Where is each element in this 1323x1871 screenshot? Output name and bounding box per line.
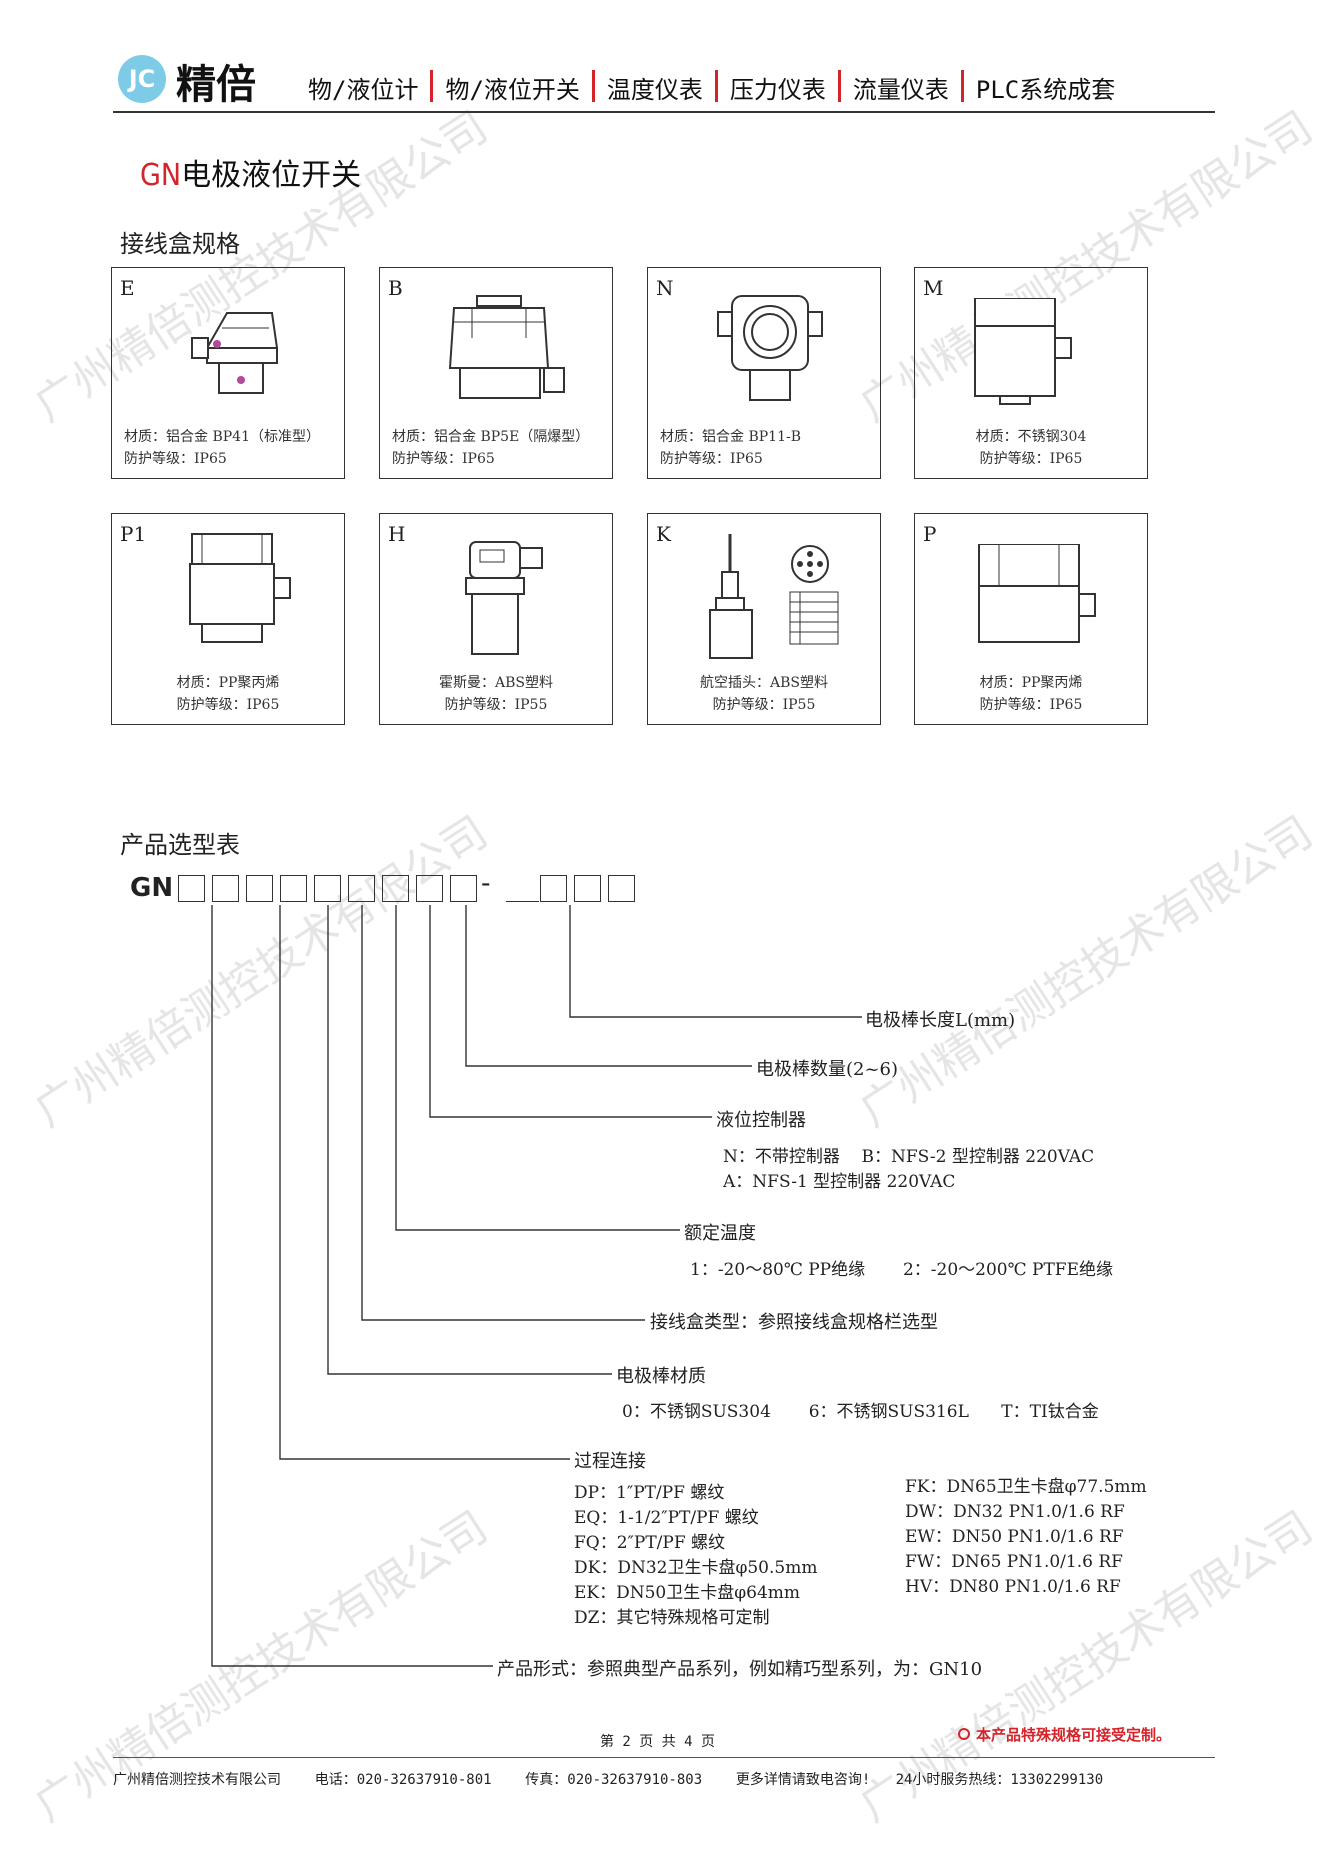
page-title: GN电极液位开关 — [140, 158, 362, 193]
temperature-options: 1：-20～80℃ PP绝缘 2：-20～200℃ PTFE绝缘 — [690, 1260, 1113, 1280]
nav-separator — [591, 70, 595, 102]
junction-h-icon — [465, 541, 543, 655]
model-slot — [280, 875, 307, 902]
box-material: 材质：PP聚丙烯 — [176, 675, 280, 691]
nav-separator — [714, 70, 718, 102]
box-protection: 防护等级：IP55 — [712, 697, 816, 713]
field-controller: 液位控制器 — [716, 1110, 806, 1131]
junction-box-m: M 材质：不锈钢304 防护等级：IP65 — [914, 267, 1148, 479]
junction-box-n: N 材质：铝合金 BP11-B 防护等级：IP65 — [647, 267, 881, 479]
nav-item[interactable]: PLC系统成套 — [975, 76, 1116, 104]
model-slot — [178, 875, 205, 902]
model-slot — [540, 875, 567, 902]
logo-icon: JC — [118, 55, 166, 103]
nav-item[interactable]: 温度仪表 — [606, 76, 703, 104]
model-slot — [608, 875, 635, 902]
circle-icon — [958, 1728, 970, 1740]
box-material: 材质：不锈钢304 — [975, 429, 1087, 445]
model-prefix: GN — [130, 873, 174, 903]
rod-material-options: 0：不锈钢SUS304 6：不锈钢SUS316L T：TI钛合金 — [622, 1402, 1099, 1422]
field-count: 电极棒数量(2~6) — [756, 1059, 899, 1080]
box-material: 材质：铝合金 BP5E（隔爆型） — [392, 429, 590, 445]
process-options-left: DP：1″PT/PF 螺纹 EQ：1-1/2″PT/PF 螺纹 FQ：2″PT/… — [574, 1483, 818, 1628]
selection-section-title: 产品选型表 — [120, 831, 240, 859]
box-material: 材质：铝合金 BP41（标准型） — [124, 429, 320, 445]
box-protection: 防护等级：IP65 — [979, 451, 1083, 467]
controller-option: N：不带控制器 B：NFS-2 型控制器 220VAC — [723, 1147, 1095, 1167]
junction-n-icon — [717, 295, 823, 401]
field-length: 电极棒长度L(mm) — [865, 1010, 1016, 1031]
junction-box-b: B 材质：铝合金 BP5E（隔爆型） 防护等级：IP65 — [379, 267, 613, 479]
nav-separator — [960, 70, 964, 102]
model-slot — [348, 875, 375, 902]
model-slot — [212, 875, 239, 902]
junction-p1-icon — [189, 533, 291, 643]
field-rod-material: 电极棒材质 — [616, 1366, 706, 1387]
box-material: 霍斯曼：ABS塑料 — [439, 675, 553, 691]
box-protection: 防护等级：IP65 — [392, 451, 495, 467]
model-slot — [574, 875, 601, 902]
model-slot — [506, 875, 539, 902]
nav-item[interactable]: 流量仪表 — [852, 76, 949, 104]
junction-box-p: P 材质：PP聚丙烯 防护等级：IP65 — [914, 513, 1148, 725]
nav-separator — [837, 70, 841, 102]
junction-section-title: 接线盒规格 — [120, 230, 240, 258]
box-protection: 防护等级：IP65 — [660, 451, 763, 467]
junction-e-icon — [191, 312, 279, 394]
controller-option: A：NFS-1 型控制器 220VAC — [723, 1172, 956, 1192]
junction-p-icon — [978, 544, 1096, 643]
field-product-form: 产品形式：参照典型产品系列，例如精巧型系列，为：GN10 — [497, 1659, 983, 1680]
page-number: 第 2 页 共 4 页 — [600, 1734, 716, 1750]
junction-box-h: H 霍斯曼：ABS塑料 防护等级：IP55 — [379, 513, 613, 725]
field-temperature: 额定温度 — [684, 1223, 756, 1244]
process-options-right: FK：DN65卫生卡盘φ77.5mm DW：DN32 PN1.0/1.6 RF … — [905, 1477, 1147, 1597]
custom-note: 本产品特殊规格可接受定制。 — [958, 1724, 1171, 1745]
box-protection: 防护等级：IP65 — [176, 697, 280, 713]
model-slot — [416, 875, 443, 902]
junction-m-icon — [974, 298, 1072, 405]
nav-item[interactable]: 物/液位计 — [308, 76, 419, 104]
model-slot — [246, 875, 273, 902]
junction-k-icon — [709, 534, 839, 659]
junction-box-p1: P1 材质：PP聚丙烯 防护等级：IP65 — [111, 513, 345, 725]
field-junction: 接线盒类型：参照接线盒规格栏选型 — [650, 1312, 938, 1333]
brand-name: 精倍 — [176, 62, 256, 108]
footer-divider — [113, 1757, 1215, 1758]
model-slot — [314, 875, 341, 902]
box-protection: 防护等级：IP65 — [979, 697, 1083, 713]
box-protection: 防护等级：IP65 — [124, 451, 227, 467]
nav-item[interactable]: 压力仪表 — [729, 76, 826, 104]
nav-item[interactable]: 物/液位开关 — [445, 76, 580, 104]
header-divider — [113, 111, 1215, 113]
box-material: 材质：铝合金 BP11-B — [660, 429, 801, 445]
box-material: 航空插头：ABS塑料 — [700, 675, 828, 691]
nav-separator — [430, 70, 434, 102]
junction-box-e: E 材质：铝合金 BP41（标准型） 防护等级：IP65 — [111, 267, 345, 479]
box-material: 材质：PP聚丙烯 — [979, 675, 1083, 691]
footer-contact: 广州精倍测控技术有限公司 电话：020-32637910-801 传真：020-… — [113, 1772, 1104, 1788]
model-dash: - — [481, 866, 491, 899]
junction-box-k: K 航空插头：ABS塑料 防护等级：IP55 — [647, 513, 881, 725]
model-slot — [450, 875, 477, 902]
field-process: 过程连接 — [574, 1451, 646, 1472]
model-slot — [382, 875, 409, 902]
category-nav: 物/液位计 物/液位开关 温度仪表 压力仪表 流量仪表 PLC系统成套 — [308, 70, 1115, 105]
junction-b-icon — [448, 295, 565, 399]
box-protection: 防护等级：IP55 — [444, 697, 548, 713]
